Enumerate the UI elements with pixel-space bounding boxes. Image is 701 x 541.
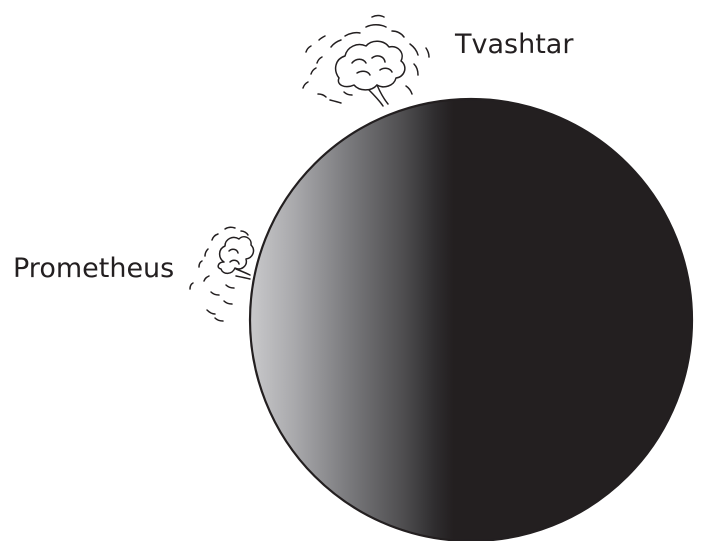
tvashtar-plume: [303, 16, 429, 107]
moon-disc: [250, 99, 692, 541]
tvashtar-label: Tvashtar: [454, 29, 574, 60]
prometheus-plume: [190, 227, 253, 321]
prometheus-label: Prometheus: [13, 253, 174, 284]
